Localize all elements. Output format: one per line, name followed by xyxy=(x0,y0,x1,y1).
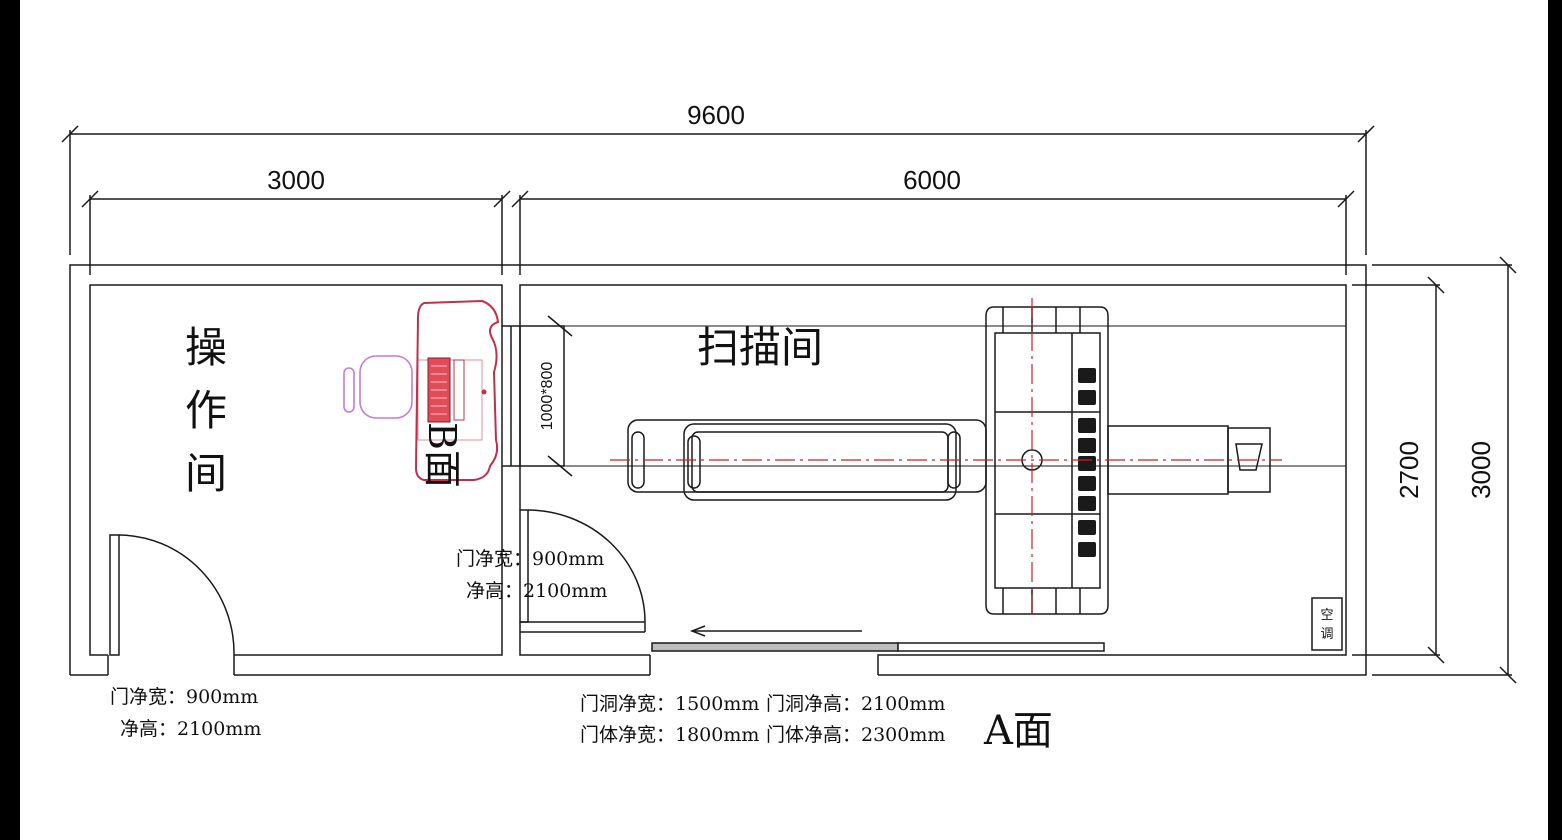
dim-inner-height: 2700 xyxy=(1394,441,1424,499)
air-conditioner xyxy=(1311,597,1343,651)
operator-chair xyxy=(343,355,413,419)
outer-door-width-note: 门净宽：900mm xyxy=(110,686,258,708)
window-size-label: 1000*800 xyxy=(539,362,556,431)
walls xyxy=(69,264,1367,676)
dim-control-room-width: 3000 xyxy=(267,165,325,195)
dimension-lines xyxy=(61,125,1517,684)
door-body-height-note: 门体净高：2300mm xyxy=(766,724,945,746)
control-room-label-2: 作 xyxy=(185,386,227,435)
a-face-label: A面 xyxy=(983,708,1053,754)
ac-label-2: 调 xyxy=(1320,627,1333,642)
control-room-label-3: 间 xyxy=(185,449,227,498)
observation-window xyxy=(501,315,573,477)
outer-door-height-note: 净高：2100mm xyxy=(120,718,261,740)
scan-room-door xyxy=(519,509,646,623)
inner-door-width-note: 门净宽：900mm xyxy=(456,548,604,570)
ac-label-1: 空 xyxy=(1320,608,1333,623)
b-face-label: B面 xyxy=(420,422,464,488)
door-body-width-note: 门体净宽：1800mm xyxy=(580,724,759,746)
control-room-door xyxy=(109,534,235,656)
opening-height-note: 门洞净高：2100mm xyxy=(766,693,945,715)
dim-outer-height: 3000 xyxy=(1466,441,1496,499)
inner-door-height-note: 净高：2100mm xyxy=(466,580,607,602)
gantry-vents xyxy=(1078,368,1096,557)
scan-room-label: 扫描间 xyxy=(697,323,823,372)
floor-plan-sheet: 9600 3000 6000 2700 3000 1000*800 操 作 间 … xyxy=(20,0,1548,840)
sliding-door xyxy=(651,625,1105,652)
control-room-label-1: 操 xyxy=(185,323,227,372)
centerlines xyxy=(610,298,1282,620)
operator-desk xyxy=(414,299,500,481)
opening-width-note: 门洞净宽：1500mm xyxy=(580,693,759,715)
dim-total-width: 9600 xyxy=(687,100,745,130)
dim-scan-room-width: 6000 xyxy=(903,165,961,195)
floor-plan-drawing: 9600 3000 6000 2700 3000 1000*800 操 作 间 … xyxy=(61,100,1517,754)
